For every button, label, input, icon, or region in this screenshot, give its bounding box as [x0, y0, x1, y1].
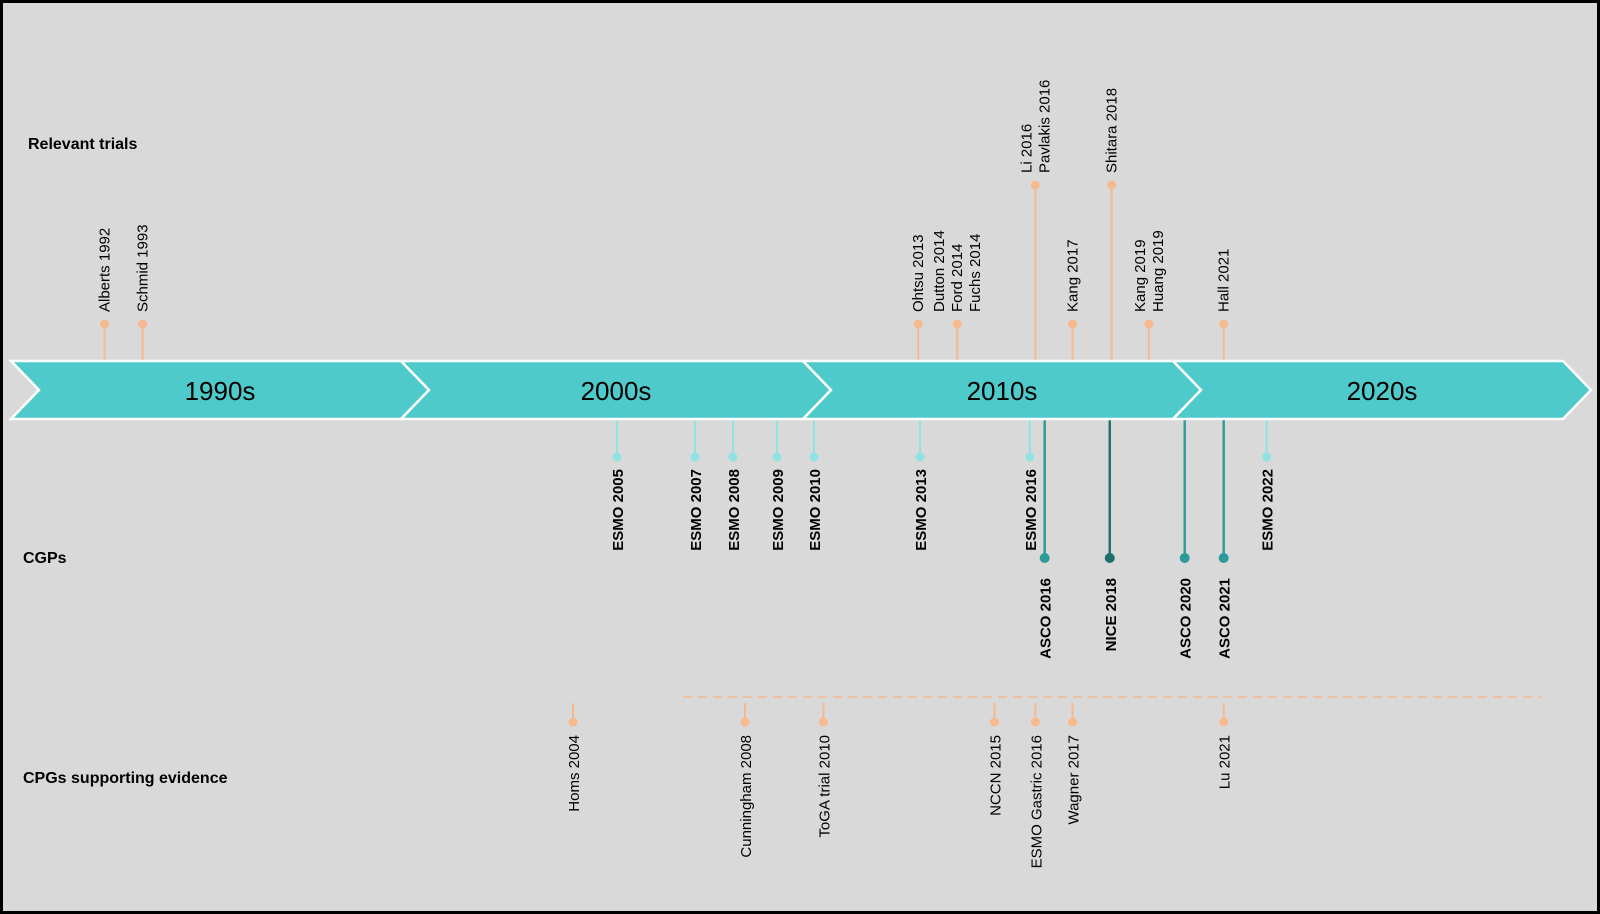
guideline-dot-nice-2018	[1104, 553, 1115, 563]
cgp-label-esmo-2005: ESMO 2005	[610, 469, 627, 551]
evidence-label-nccn-2015: NCCN 2015	[987, 735, 1004, 816]
cgp-dot-esmo-2008	[728, 452, 738, 462]
trial-label-dutton-2014: Dutton 2014	[931, 230, 948, 312]
trial-label-schmid-1993: Schmid 1993	[135, 224, 152, 312]
row-label-cgps: CGPs	[23, 550, 67, 567]
trial-dot-dutton-2014-ford-2014-fuchs-2014	[952, 319, 962, 329]
cgp-dot-esmo-2010	[809, 452, 819, 462]
trial-label-pavlakis-2016: Pavlakis 2016	[1036, 80, 1053, 173]
cgp-label-esmo-2016: ESMO 2016	[1023, 469, 1040, 551]
evidence-label-esmo-gastric-2016: ESMO Gastric 2016	[1028, 735, 1045, 868]
trial-label-shitara-2018: Shitara 2018	[1104, 88, 1121, 173]
cgp-stems-group	[616, 419, 1268, 558]
row-label-trials: Relevant trials	[28, 136, 137, 153]
evidence-dot-wagner-2017	[1068, 717, 1078, 727]
evidence-dot-toga-trial-2010	[818, 717, 828, 727]
trial-dot-hall-2021	[1219, 319, 1229, 329]
timeline-diagram: Relevant trials CGPs CPGs supporting evi…	[8, 80, 1593, 868]
cgp-label-esmo-2009: ESMO 2009	[770, 469, 787, 551]
trial-label-ford-2014: Ford 2014	[949, 244, 966, 312]
evidence-label-wagner-2017: Wagner 2017	[1066, 735, 1083, 825]
cgp-dot-esmo-2007	[690, 452, 700, 462]
evidence-dot-lu-2021	[1219, 717, 1229, 727]
cgp-dot-esmo-2005	[612, 452, 622, 462]
trial-dot-ohtsu-2013	[913, 319, 923, 329]
era-label-2020s: 2020s	[1347, 376, 1418, 406]
cgp-label-esmo-2008: ESMO 2008	[726, 469, 743, 551]
trial-dot-li-2016-pavlakis-2016	[1030, 180, 1040, 190]
cgp-dot-esmo-2022	[1262, 452, 1272, 462]
guideline-label-asco-2021: ASCO 2021	[1217, 578, 1234, 659]
trial-label-ohtsu-2013: Ohtsu 2013	[910, 234, 927, 312]
trial-dot-kang-2019-huang-2019	[1144, 319, 1154, 329]
timeline-arrow: 1990s 2000s 2010s 2020s	[8, 359, 1593, 421]
era-label-2000s: 2000s	[581, 376, 652, 406]
trial-dot-alberts-1992	[100, 319, 110, 329]
trial-label-alberts-1992: Alberts 1992	[97, 228, 114, 312]
cgp-label-esmo-2007: ESMO 2007	[688, 469, 705, 551]
evidence-label-toga-trial-2010: ToGA trial 2010	[816, 735, 833, 838]
cgp-label-esmo-2010: ESMO 2010	[807, 469, 824, 551]
evidence-dot-esmo-gastric-2016	[1030, 717, 1040, 727]
era-chevron-2020s	[1170, 359, 1593, 421]
guideline-dot-asco-2021	[1218, 553, 1229, 563]
trial-label-li-2016: Li 2016	[1018, 124, 1035, 173]
cgp-labels-group: ESMO 2005 ESMO 2007 ESMO 2008 ESMO 2009 ESMO…	[610, 452, 1277, 659]
guideline-label-asco-2020: ASCO 2020	[1178, 578, 1195, 659]
cgp-label-esmo-2013: ESMO 2013	[913, 469, 930, 551]
evidence-dot-homs-2004	[568, 717, 578, 727]
cgp-label-esmo-2022: ESMO 2022	[1260, 469, 1277, 551]
evidence-label-lu-2021: Lu 2021	[1217, 735, 1234, 789]
trial-label-kang-2019: Kang 2019	[1132, 239, 1149, 312]
guideline-dot-asco-2016	[1039, 553, 1050, 563]
evidence-label-homs-2004: Homs 2004	[566, 735, 583, 812]
guideline-dot-asco-2020	[1179, 553, 1190, 563]
trial-label-hall-2021: Hall 2021	[1216, 249, 1233, 312]
evidence-label-cunningham-2008: Cunningham 2008	[738, 735, 755, 858]
era-label-2010s: 2010s	[967, 376, 1038, 406]
evidence-dot-nccn-2015	[989, 717, 999, 727]
evidence-dot-cunningham-2008	[740, 717, 750, 727]
trial-label-kang-2017: Kang 2017	[1065, 239, 1082, 312]
row-label-evidence: CPGs supporting evidence	[23, 770, 228, 787]
trial-dot-schmid-1993	[138, 319, 148, 329]
guideline-label-asco-2016: ASCO 2016	[1038, 578, 1055, 659]
trial-dot-kang-2017	[1068, 319, 1078, 329]
era-label-1990s: 1990s	[185, 376, 256, 406]
cgp-dot-esmo-2013	[915, 452, 925, 462]
cgp-dot-esmo-2016	[1025, 452, 1035, 462]
cgp-dot-esmo-2009	[772, 452, 782, 462]
guideline-label-nice-2018: NICE 2018	[1103, 578, 1120, 651]
trial-dot-shitara-2018	[1107, 180, 1117, 190]
trial-label-huang-2019: Huang 2019	[1150, 230, 1167, 312]
trial-label-fuchs-2014: Fuchs 2014	[967, 234, 984, 312]
evidence-group: Homs 2004 Cunningham 2008 ToGA trial 2010 N…	[566, 703, 1234, 868]
